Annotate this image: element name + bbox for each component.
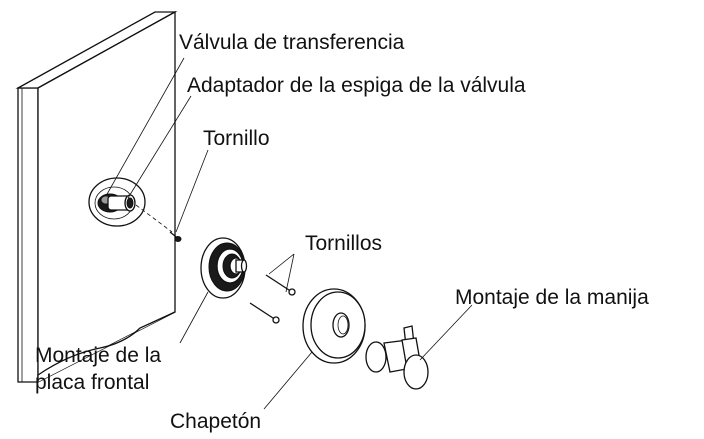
- handle-assembly: [365, 325, 429, 390]
- label-faceplate-line1: Montaje de la: [35, 344, 161, 367]
- label-transfer-valve: Válvula de transferencia: [179, 31, 405, 54]
- screw-single: [169, 231, 182, 242]
- label-screw: Tornillo: [203, 127, 270, 150]
- label-screws: Tornillos: [305, 232, 382, 255]
- label-faceplate-line2: placa frontal: [35, 371, 149, 394]
- faceplate-assembly: [200, 237, 248, 299]
- label-handle-assembly: Montaje de la manija: [455, 286, 649, 309]
- leader-lines: [105, 57, 473, 410]
- label-stem-adapter: Adaptador de la espiga de la válvula: [187, 74, 526, 97]
- assembly-axis: [135, 204, 173, 233]
- escutcheon: [302, 288, 366, 364]
- valve-stem-adapter: [107, 194, 136, 212]
- screws-pair: [249, 274, 296, 324]
- label-escutcheon: Chapetón: [170, 410, 261, 433]
